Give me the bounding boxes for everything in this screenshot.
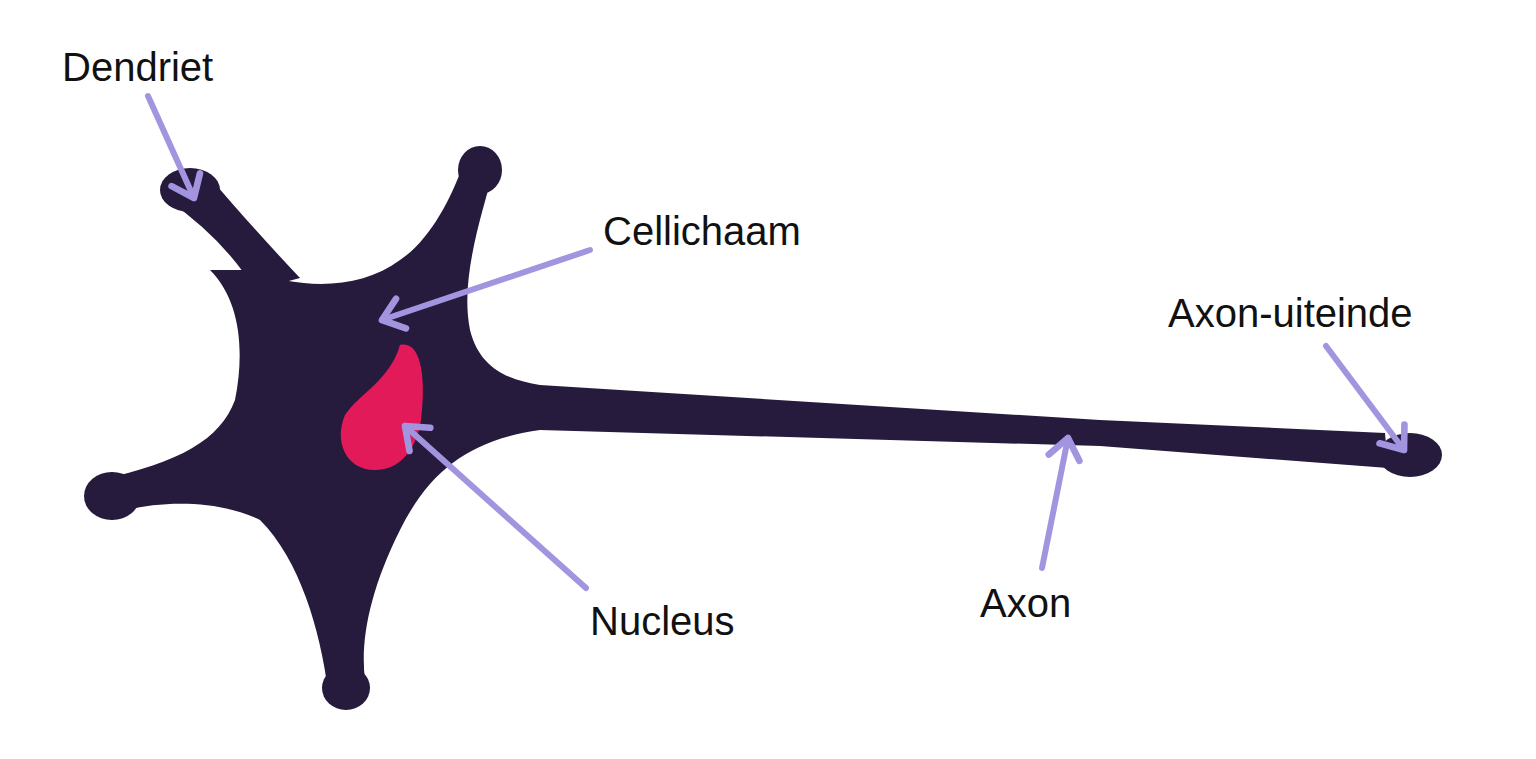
- part-label: Axon: [980, 580, 1071, 626]
- part-label: Cellichaam: [603, 208, 801, 254]
- nucleus-shape: [341, 345, 423, 470]
- part-label: Nucleus: [590, 598, 735, 644]
- leader-lines: [148, 96, 1404, 588]
- part-label: Dendriet: [62, 44, 213, 90]
- part-label: Axon-uiteinde: [1168, 290, 1413, 336]
- neuron-shape: [84, 146, 1442, 710]
